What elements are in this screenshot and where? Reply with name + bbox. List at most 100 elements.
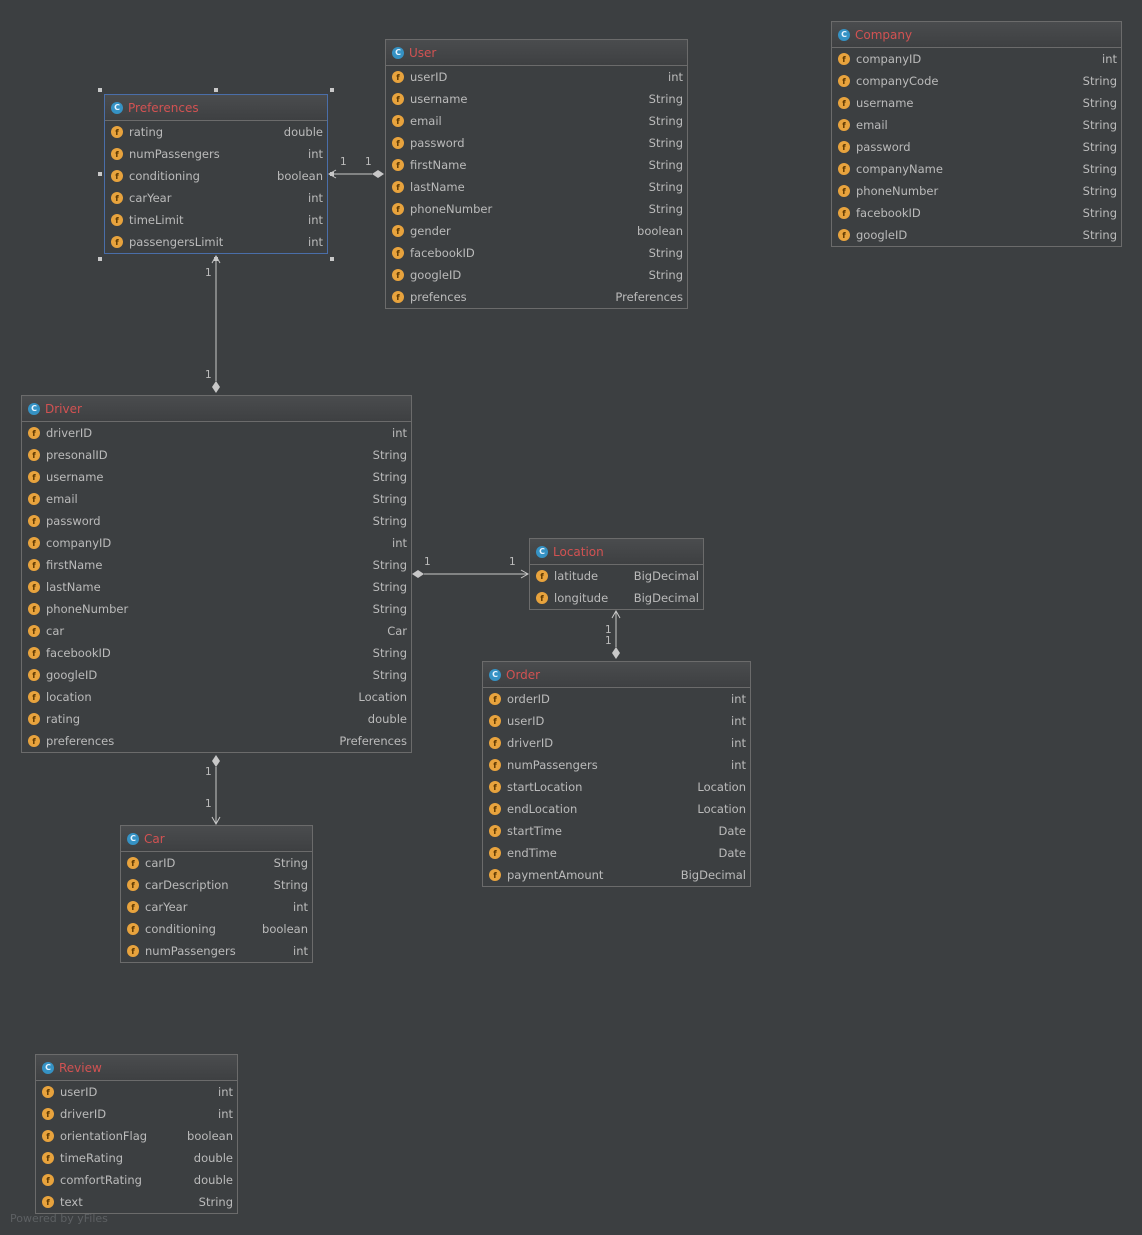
field-icon: f <box>28 603 40 615</box>
field-type: double <box>367 712 407 726</box>
field-type: int <box>308 147 323 161</box>
field-type: String <box>648 136 683 150</box>
selection-handle[interactable] <box>98 172 102 176</box>
field-icon: f <box>28 515 40 527</box>
field-icon: f <box>127 857 139 869</box>
selection-handle[interactable] <box>330 172 334 176</box>
field-icon: f <box>392 247 404 259</box>
field-icon: f <box>42 1196 54 1208</box>
field-type: String <box>372 646 407 660</box>
selection-handle[interactable] <box>214 257 218 261</box>
field-icon: f <box>28 471 40 483</box>
selection-handle[interactable] <box>330 88 334 92</box>
selection-handle[interactable] <box>98 88 102 92</box>
selection-handle[interactable] <box>214 88 218 92</box>
field-icon: f <box>28 669 40 681</box>
selection-handle[interactable] <box>98 257 102 261</box>
field-icon: f <box>111 236 123 248</box>
field-type: int <box>392 536 407 550</box>
selection-handle[interactable] <box>330 257 334 261</box>
